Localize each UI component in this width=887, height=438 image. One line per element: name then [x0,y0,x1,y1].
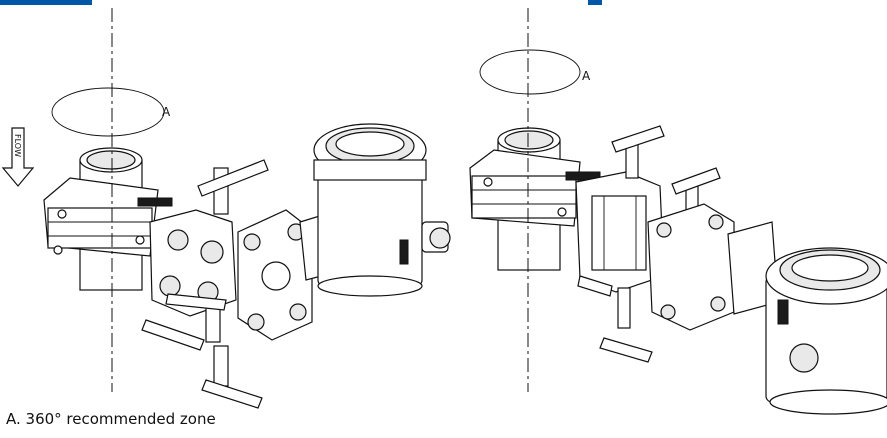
left-valve-handles [141,159,269,409]
right-transmitter-housing [765,247,887,415]
right-coplanar-flange [647,203,735,331]
flow-arrow-icon: FLOW [1,127,35,187]
left-primary-element [43,177,173,257]
left-transmitter-housing [313,123,451,297]
left-transmitter-assembly: A FLOW [1,8,451,409]
left-zone-marker: A [162,105,171,119]
cropped-title-left [0,0,92,5]
left-coplanar-flange [237,209,313,341]
right-manifold [575,125,721,363]
right-transmitter-assembly: A [469,8,887,415]
left-manifold [149,209,237,317]
figure-caption: A. 360° recommended zone [6,410,216,428]
right-primary-element [469,149,601,227]
flow-arrow-label: FLOW [13,134,22,157]
left-rotation-zone [51,87,165,137]
cropped-title-right [588,0,602,5]
right-zone-marker: A [582,69,591,83]
right-rotation-zone [479,49,581,95]
